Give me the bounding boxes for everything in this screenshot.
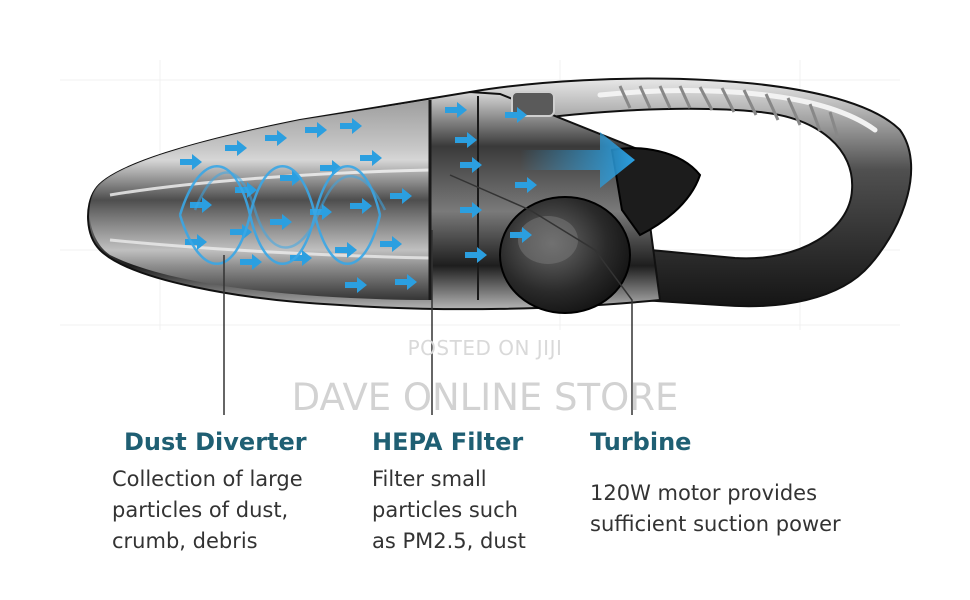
cyclone-spiral [178, 165, 387, 265]
description-line: crumb, debris [112, 529, 258, 553]
description-line: particles such [372, 498, 518, 522]
turbine-description: 120W motor provides sufficient suction p… [590, 478, 841, 540]
airflow-arrow-icon [465, 247, 487, 263]
hepa-filter-label: HEPA Filter Filter small particles such … [372, 428, 526, 557]
dust-diverter-description: Collection of large particles of dust, c… [112, 464, 307, 557]
description-line: as PM2.5, dust [372, 529, 526, 553]
vacuum-handle [468, 77, 913, 308]
dust-diverter-label: Dust Diverter Collection of large partic… [112, 428, 307, 557]
description-line: 120W motor provides [590, 481, 818, 505]
airflow-arrow-icon [265, 130, 287, 146]
airflow-arrow-icon [290, 250, 312, 266]
airflow-arrows [180, 102, 635, 293]
hepa-filter-description: Filter small particles such as PM2.5, du… [372, 464, 526, 557]
callout-lines [223, 174, 633, 415]
turbine-title: Turbine [590, 428, 692, 456]
hepa-filter-title: HEPA Filter [372, 428, 524, 456]
airflow-arrow-icon [335, 242, 357, 258]
airflow-arrow-icon [360, 150, 382, 166]
airflow-arrow-icon [345, 277, 367, 293]
airflow-arrow-icon [225, 140, 247, 156]
airflow-arrow-icon [190, 197, 212, 213]
airflow-arrow-icon [445, 102, 467, 118]
watermark-store: DAVE ONLINE STORE [291, 376, 679, 419]
airflow-arrow-icon [350, 198, 372, 214]
airflow-arrow-icon [185, 234, 207, 250]
airflow-arrow-icon [380, 236, 402, 252]
airflow-arrow-icon [510, 227, 532, 243]
dust-diverter-title: Dust Diverter [124, 428, 307, 456]
airflow-arrow-icon [505, 107, 527, 123]
airflow-arrow-icon [305, 122, 327, 138]
airflow-arrow-icon [395, 274, 417, 290]
description-line: Collection of large [112, 467, 303, 491]
turbine-housing [499, 147, 702, 314]
airflow-arrow-icon [180, 154, 202, 170]
airflow-arrow-icon [460, 202, 482, 218]
turbine-label: Turbine 120W motor provides sufficient s… [590, 428, 841, 540]
airflow-arrow-icon [390, 188, 412, 204]
airflow-arrow-icon [240, 254, 262, 270]
airflow-arrow-icon [340, 118, 362, 134]
description-line: Filter small [372, 467, 487, 491]
airflow-arrow-icon [270, 214, 292, 230]
airflow-arrow-icon [310, 204, 332, 220]
airflow-arrow-icon [455, 132, 477, 148]
airflow-arrow-icon [515, 177, 537, 193]
description-line: particles of dust, [112, 498, 289, 522]
watermark-posted: POSTED ON JIJI [407, 336, 563, 360]
airflow-arrow-icon [460, 157, 482, 173]
description-line: sufficient suction power [590, 512, 841, 536]
turbine-pointer [449, 174, 633, 415]
